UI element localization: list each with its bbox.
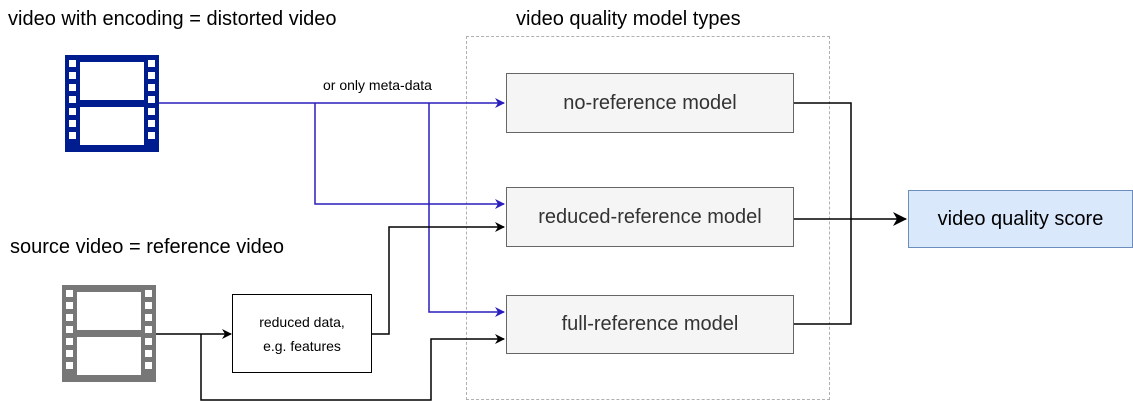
model-types-group xyxy=(466,36,830,400)
no-reference-model-label: no-reference model xyxy=(563,91,737,114)
reference-to-full-reference-edge xyxy=(200,334,505,401)
reference-video-film-icon xyxy=(62,285,156,382)
reference-video-heading: source video = reference video xyxy=(10,236,285,258)
reduced-data-to-reduced-reference-edge xyxy=(372,222,505,335)
meta-data-annotation: or only meta-data xyxy=(323,77,432,93)
reduced-reference-model-label: reduced-reference model xyxy=(538,205,762,228)
distorted-to-reduced-reference-edge xyxy=(314,103,505,209)
distorted-to-full-reference-edge xyxy=(428,103,505,317)
full-reference-model-label: full-reference model xyxy=(561,313,739,335)
reduced-data-label-line1: reduced data, xyxy=(259,313,345,330)
full-reference-to-score-edge xyxy=(794,219,852,325)
reduced-data-label-line2: e.g. features xyxy=(263,337,341,354)
video-quality-score-label: video quality score xyxy=(937,207,1104,230)
reduced-data-box: reduced data, e.g. features xyxy=(232,294,372,373)
reduced-reference-model-box: reduced-reference model xyxy=(506,187,794,247)
video-quality-score-box: video quality score xyxy=(908,190,1133,248)
no-reference-model-box: no-reference model xyxy=(506,73,794,133)
no-reference-to-score-edge xyxy=(794,102,852,219)
distorted-video-film-icon xyxy=(65,55,159,152)
full-reference-model-box: full-reference model xyxy=(506,295,794,354)
distorted-video-heading: video with encoding = distorted video xyxy=(8,8,337,30)
model-types-heading: video quality model types xyxy=(516,8,741,30)
